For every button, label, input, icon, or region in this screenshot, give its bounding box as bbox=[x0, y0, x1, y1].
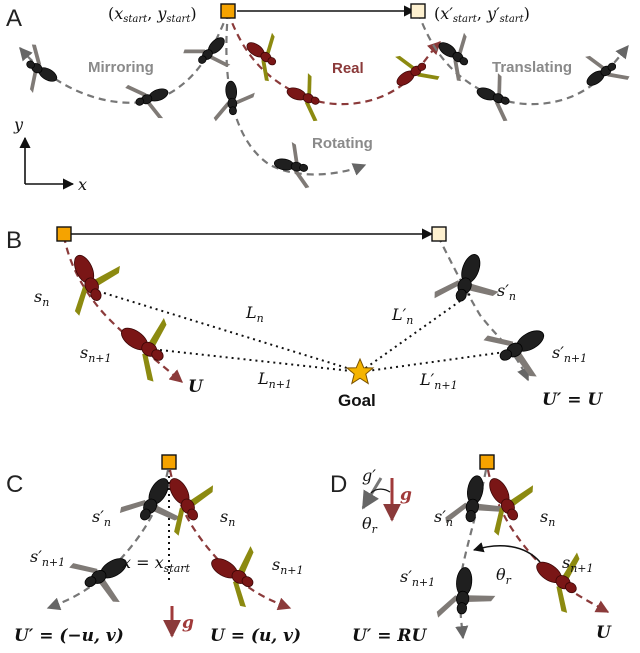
start-marker-d bbox=[479, 454, 495, 470]
axis-x-label: x bbox=[78, 175, 87, 194]
label-uprime-b: U′ = U bbox=[542, 390, 603, 410]
label-sn: sn bbox=[34, 287, 49, 309]
label-ln: Ln bbox=[245, 303, 264, 325]
insect-rot-1 bbox=[210, 78, 258, 122]
label-u-b: U bbox=[188, 377, 204, 397]
panel-letter-b: B bbox=[6, 227, 22, 254]
insect-trans-1 bbox=[427, 24, 486, 83]
insect-d-sn1 bbox=[522, 537, 600, 615]
start-label: (xstart, ystart) bbox=[108, 4, 197, 25]
label-g-d: g bbox=[400, 485, 412, 505]
insect-d-spn1 bbox=[435, 565, 498, 623]
label-c-spn: s′n bbox=[92, 507, 111, 529]
label-c-spn1: s′n+1 bbox=[30, 547, 65, 569]
distance-line-lpn bbox=[359, 293, 471, 373]
label-c-sn1: sn+1 bbox=[272, 555, 304, 577]
insect-sn1 bbox=[106, 302, 188, 384]
insect-d-sn bbox=[470, 462, 547, 538]
label-sn1: sn+1 bbox=[80, 343, 112, 365]
label-d-spn1: s′n+1 bbox=[400, 567, 435, 589]
real-path bbox=[226, 11, 441, 106]
start-marker bbox=[220, 3, 236, 19]
translated-path-b bbox=[437, 235, 530, 382]
start-marker-b bbox=[56, 226, 72, 242]
insect-real-2 bbox=[280, 68, 332, 123]
insect-real-1 bbox=[235, 24, 294, 83]
real-path-d bbox=[486, 469, 610, 613]
goal-star-icon bbox=[346, 358, 374, 384]
mirroring-path bbox=[19, 11, 230, 104]
insect-spn1 bbox=[482, 310, 561, 391]
label-theta-inset: θr bbox=[362, 514, 378, 536]
distance-line-lpn1 bbox=[359, 351, 506, 373]
gravity-rotated-arrow bbox=[361, 477, 383, 510]
insect-trans-2 bbox=[470, 68, 522, 123]
label-translating: Translating bbox=[492, 59, 572, 76]
panel-c: C g s′n sn s′n+1 sn+1 x = xstart U′ = (−… bbox=[6, 454, 304, 646]
label-theta-mid: θr bbox=[496, 565, 512, 587]
rotation-arc bbox=[472, 542, 541, 563]
label-ln1: Ln+1 bbox=[257, 369, 292, 391]
label-lpn1: L′n+1 bbox=[419, 370, 458, 392]
insect-c-spn1 bbox=[67, 539, 143, 616]
label-c-sn: sn bbox=[220, 507, 235, 529]
end-marker bbox=[410, 3, 426, 19]
insect-mirror-3 bbox=[10, 42, 67, 101]
end-marker-b bbox=[431, 226, 447, 242]
insect-c-sn1 bbox=[199, 532, 274, 610]
label-u-c: U = (u, v) bbox=[210, 626, 301, 646]
panel-letter-a: A bbox=[6, 5, 22, 32]
real-path-b bbox=[62, 235, 184, 383]
label-u-d: U bbox=[596, 623, 612, 643]
label-uprime-c: U′ = (−u, v) bbox=[14, 626, 124, 646]
label-uprime-d: U′ = RU bbox=[352, 626, 428, 646]
distance-line-ln bbox=[103, 292, 361, 373]
panel-a: A (xstart, ystart) (x′start, y′start) bbox=[6, 3, 631, 194]
label-gprime: g′ bbox=[362, 466, 376, 485]
real-path-c bbox=[168, 469, 292, 611]
panel-letter-c: C bbox=[6, 471, 23, 498]
insect-rot-2 bbox=[270, 139, 317, 190]
axis-y-label: y bbox=[13, 115, 24, 134]
insect-mirror-2 bbox=[124, 72, 177, 128]
label-lpn: L′n bbox=[391, 305, 413, 327]
gravity-angle-arc bbox=[370, 488, 391, 494]
label-g-c: g bbox=[182, 613, 194, 633]
label-d-sn: sn bbox=[540, 507, 555, 529]
label-goal: Goal bbox=[338, 391, 376, 410]
panel-b: B sn sn+1 s′n s′n+1 Ln Ln+1 L′n L′n+1 Go… bbox=[6, 226, 603, 410]
insect-mirror-1 bbox=[181, 24, 241, 83]
label-mirroring: Mirroring bbox=[88, 59, 154, 76]
panel-d: D θr g′ g θr s′n sn s′n+1 sn+1 U′ = RU U bbox=[330, 454, 612, 646]
label-spn1: s′n+1 bbox=[552, 343, 587, 365]
label-spn: s′n bbox=[497, 281, 516, 303]
label-d-sn1: sn+1 bbox=[562, 553, 594, 575]
label-rotating: Rotating bbox=[312, 135, 373, 152]
panel-letter-d: D bbox=[330, 471, 347, 498]
label-axis-eq: x = xstart bbox=[122, 553, 191, 575]
end-label: (x′start, y′start) bbox=[434, 4, 530, 25]
label-real: Real bbox=[332, 60, 364, 77]
start-marker-c bbox=[161, 454, 177, 470]
insect-sn bbox=[53, 240, 133, 317]
label-d-spn: s′n bbox=[434, 507, 453, 529]
